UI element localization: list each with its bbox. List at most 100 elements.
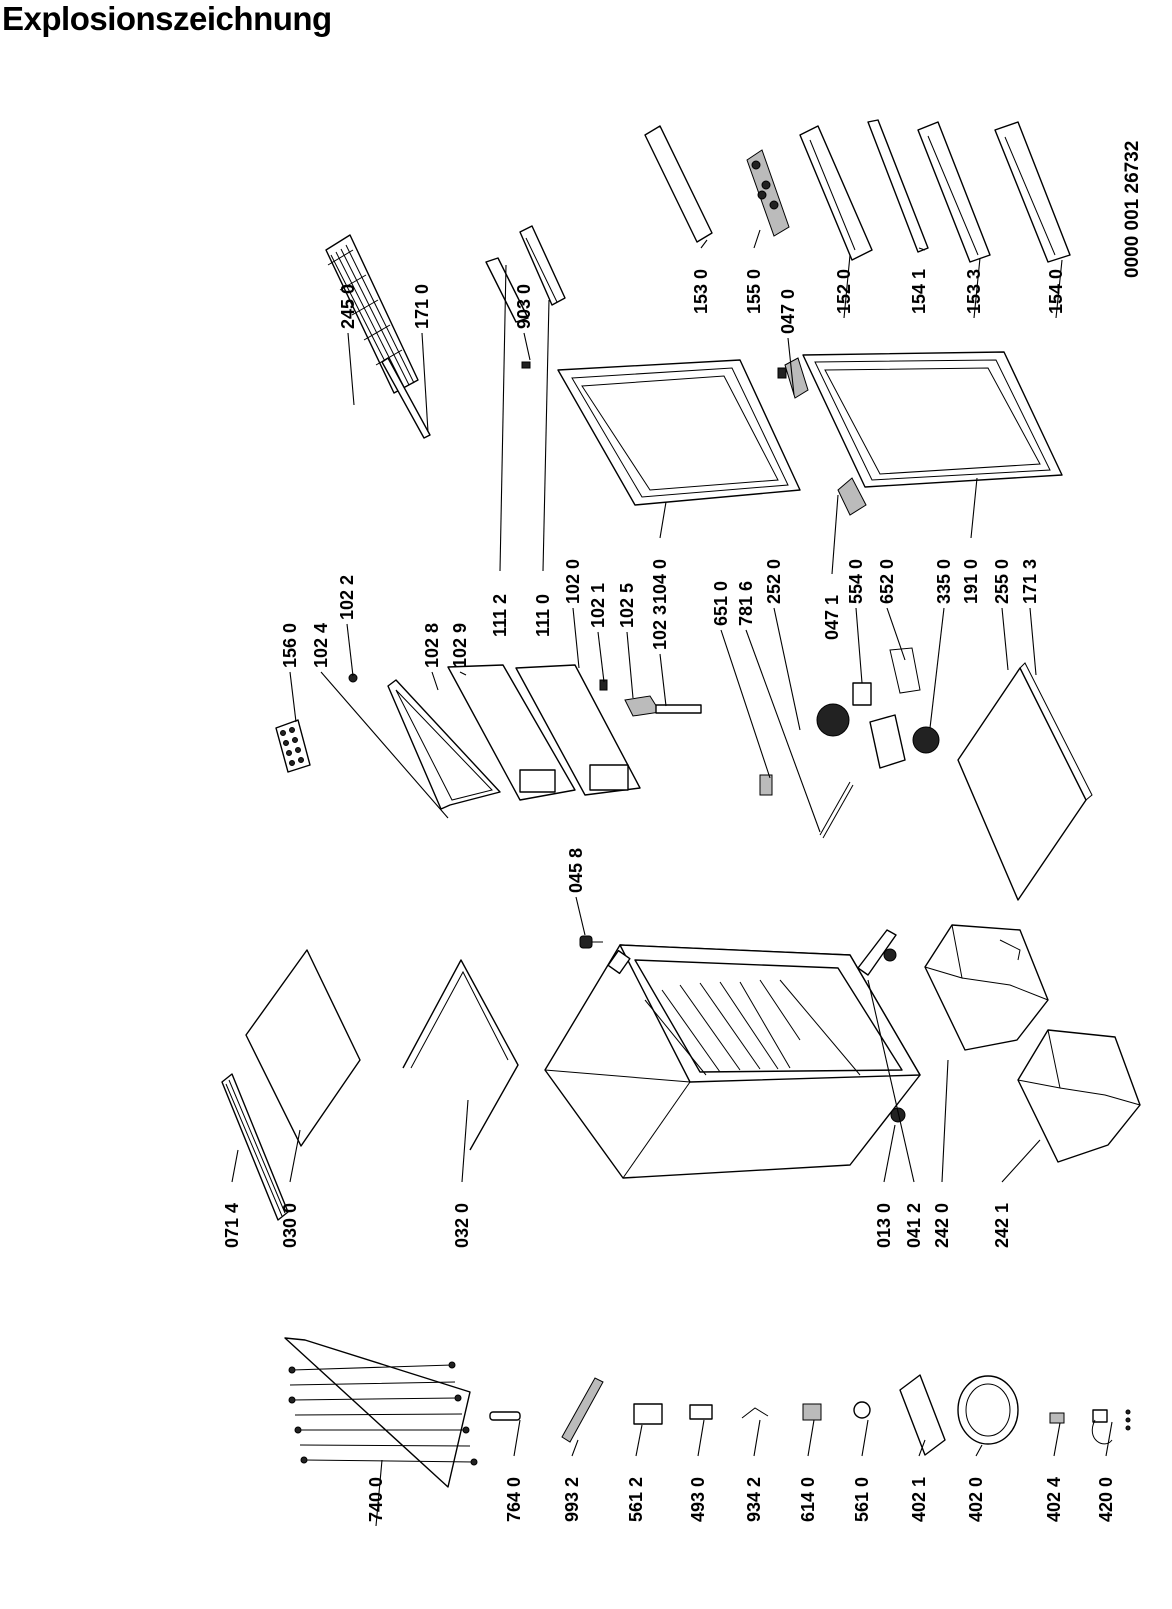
callout-label: 402 4	[1044, 1477, 1064, 1522]
starter-part	[853, 1401, 871, 1419]
page-title: Explosionszeichnung	[2, 0, 332, 37]
shelf-rail-part	[381, 357, 431, 439]
callout-label: 111 2	[490, 594, 510, 637]
callout-label: 245 0	[338, 284, 358, 329]
callout-label: 156 0	[280, 623, 300, 668]
callout-leader-line	[431, 671, 439, 691]
callout-leader-line	[700, 239, 708, 249]
callout-label: 651 0	[711, 581, 731, 626]
callout-leader-line	[970, 477, 978, 539]
condenser-part	[284, 1337, 478, 1488]
fridge-door-part	[802, 351, 1063, 488]
callout-label: 903 0	[514, 284, 534, 329]
callout-label: 102 0	[563, 559, 583, 604]
callout-leader-line	[1055, 259, 1063, 319]
door-hinge-top-part	[777, 357, 809, 399]
callout-label: 154 0	[1046, 269, 1066, 314]
thermostat-bracket-part	[599, 679, 702, 717]
callout-leader-line	[659, 501, 667, 539]
callout-leader-line	[973, 257, 981, 319]
evaporator-assembly-part	[447, 664, 641, 801]
callout-leader-line	[883, 1124, 896, 1183]
callout-label: 191 0	[961, 559, 981, 604]
callout-leader-line	[753, 229, 761, 249]
document-number: 0000 001 26732	[1122, 141, 1143, 278]
callout-label: 013 0	[874, 1203, 894, 1248]
callout-label: 153 3	[964, 269, 984, 314]
callout-label: 045 8	[566, 848, 586, 893]
callout-label: 252 0	[764, 559, 784, 604]
callout-leader-line	[773, 607, 801, 731]
callout-label: 153 0	[691, 269, 711, 314]
callout-leader-line	[346, 623, 354, 677]
callout-leader-line	[289, 1129, 301, 1183]
filter-drier-part	[489, 1411, 521, 1421]
callout-label: 102 9	[450, 623, 470, 668]
capillary-part	[561, 1377, 604, 1443]
callout-label: 255 0	[992, 559, 1012, 604]
callout-label: 030 0	[280, 1203, 300, 1248]
callout-leader-line	[753, 1419, 761, 1457]
screw-part	[521, 361, 531, 369]
callout-leader-line	[831, 494, 839, 575]
callout-label: 993 2	[562, 1477, 582, 1522]
callout-label: 242 0	[932, 1203, 952, 1248]
callout-label: 171 3	[1020, 559, 1040, 604]
callout-leader-line	[635, 1424, 643, 1457]
callout-label: 554 0	[846, 559, 866, 604]
door-bins-parts	[644, 119, 1071, 263]
callout-leader-line	[571, 1439, 579, 1457]
clip-part	[741, 1407, 769, 1419]
callout-label: 493 0	[688, 1477, 708, 1522]
wire-shelf-part	[325, 234, 419, 394]
callout-leader-line	[659, 653, 667, 707]
callout-leader-line	[918, 247, 926, 251]
callout-leader-line	[843, 254, 851, 319]
callout-label: 154 1	[909, 269, 929, 314]
callout-label: 102 2	[337, 575, 357, 620]
door-strip-part	[485, 257, 529, 323]
callout-leader-line	[867, 979, 915, 1183]
crisper-drawer-2-part	[1017, 1029, 1141, 1163]
callout-leader-line	[597, 631, 605, 683]
callout-leader-line	[941, 1059, 949, 1183]
callout-leader-line	[787, 337, 795, 396]
callout-label: 102 4	[311, 623, 331, 668]
callout-leader-line	[375, 1459, 383, 1527]
compressor-part	[957, 1375, 1019, 1445]
callout-label: 102 3	[650, 605, 670, 650]
callout-label: 614 0	[798, 1477, 818, 1522]
callout-leader-line	[575, 896, 586, 936]
callout-label: 781 6	[736, 581, 756, 626]
callout-leader-line	[289, 671, 297, 723]
callout-leader-line	[745, 629, 821, 833]
hinge-part	[857, 929, 897, 976]
callout-label: 242 1	[992, 1203, 1012, 1248]
grommet-part	[802, 1403, 822, 1421]
callout-leader-line	[347, 332, 355, 406]
compressor-base-part	[899, 1374, 946, 1456]
callout-leader-line	[1001, 607, 1009, 671]
callout-leader-line	[918, 1439, 926, 1457]
callout-label: 561 0	[852, 1477, 872, 1522]
callout-leader-line	[421, 332, 429, 433]
callout-label: 102 1	[588, 583, 608, 628]
grille-part	[221, 1073, 289, 1221]
knob-part	[912, 726, 940, 754]
cabinet-body-part	[544, 944, 921, 1179]
callout-leader-line	[861, 1419, 869, 1457]
callout-label: 104 0	[650, 559, 670, 604]
callout-leader-line	[929, 607, 945, 729]
callout-label: 402 0	[966, 1477, 986, 1522]
callout-label: 111 0	[533, 594, 553, 637]
callout-leader-line	[975, 1444, 983, 1457]
callout-label: 740 0	[366, 1477, 386, 1522]
callout-label: 171 0	[412, 284, 432, 329]
callout-leader-line	[461, 1099, 469, 1183]
callout-label: 047 0	[778, 289, 798, 334]
callout-leader-line	[697, 1419, 705, 1457]
callout-label: 652 0	[877, 559, 897, 604]
cover-frame-part	[402, 959, 519, 1151]
callout-leader-line	[542, 299, 550, 572]
